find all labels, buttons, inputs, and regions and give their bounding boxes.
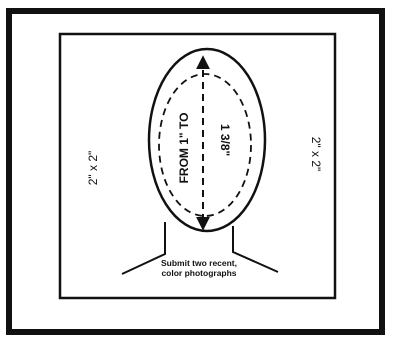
side-label-left: 2" x 2" — [86, 151, 100, 186]
caption-line-1: Submit two recent, — [161, 258, 237, 268]
left-shoulder-line — [122, 222, 165, 274]
side-label-right: 2" x 2" — [309, 137, 323, 172]
right-shoulder-line — [233, 226, 278, 272]
caption-line-2: color photographs — [161, 268, 236, 278]
measure-label-from: FROM 1" TO — [177, 113, 191, 184]
measure-label-to: 1 3/8" — [218, 124, 232, 156]
outer-frame — [9, 11, 382, 332]
dashed-head-guide — [159, 74, 251, 216]
head-outline — [149, 49, 265, 231]
